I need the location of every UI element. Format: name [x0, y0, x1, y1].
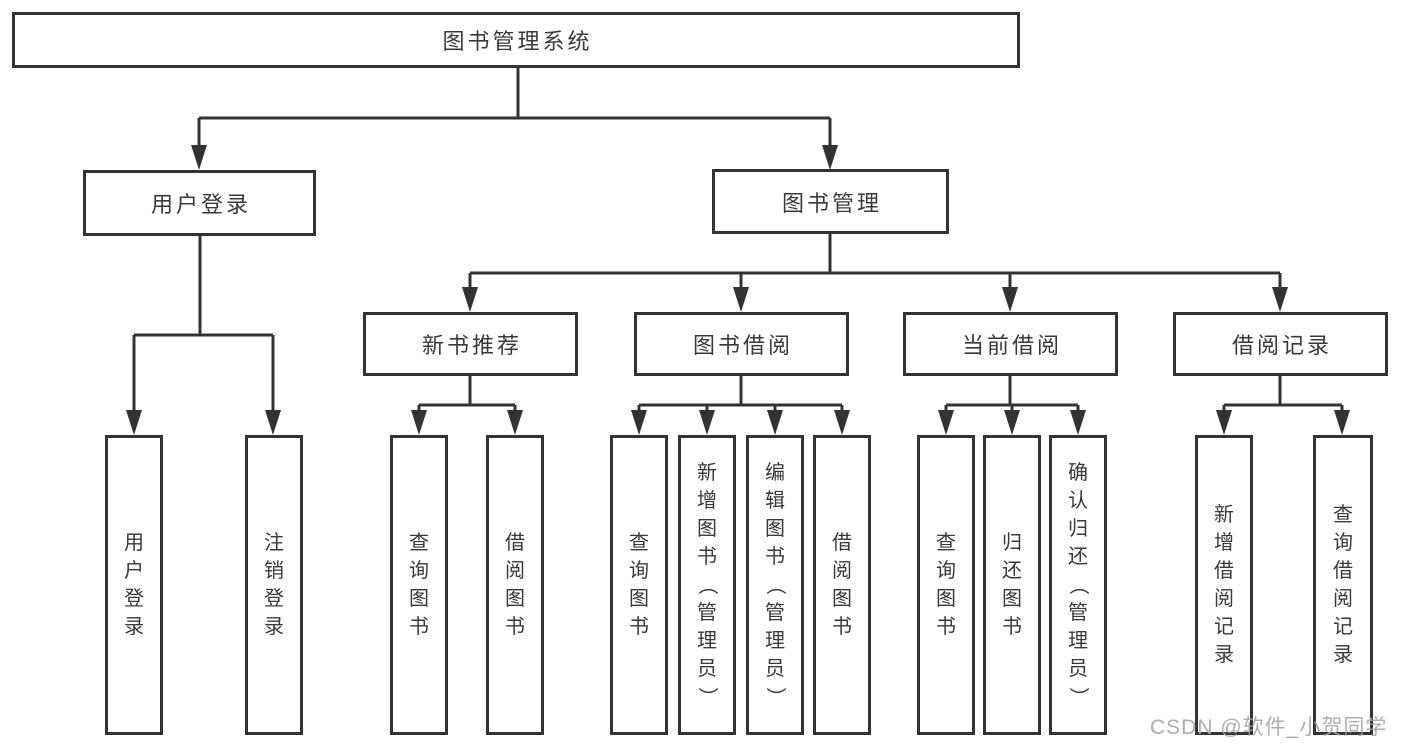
node-label: 图书管理 — [781, 190, 882, 216]
node-library-management-system: 图书管理系统 — [12, 12, 1020, 68]
leaf-query-books-recommend: 查询图书 — [390, 435, 448, 735]
leaf-edit-book-admin: 编辑图书（管理员） — [746, 435, 804, 735]
leaf-add-borrow-record: 新增借阅记录 — [1195, 435, 1253, 735]
node-label: 新增借阅记录 — [1214, 504, 1234, 666]
node-label: 归还图书 — [1002, 532, 1022, 638]
leaf-query-books-current: 查询图书 — [917, 435, 975, 735]
node-label: 借阅图书 — [505, 532, 525, 638]
node-label: 查询图书 — [409, 532, 429, 638]
node-label: 查询借阅记录 — [1333, 504, 1353, 666]
node-book-borrowing: 图书借阅 — [634, 312, 849, 376]
leaf-query-borrow-record: 查询借阅记录 — [1313, 435, 1373, 735]
node-label: 查询图书 — [629, 532, 649, 638]
leaf-borrow-books-2: 借阅图书 — [813, 435, 871, 735]
node-user-login-branch: 用户登录 — [83, 170, 316, 236]
leaf-add-book-admin: 新增图书（管理员） — [678, 435, 736, 735]
node-label: 图书管理系统 — [442, 29, 593, 54]
node-label: 确认归还（管理员） — [1067, 462, 1089, 707]
node-label: 新书推荐 — [421, 333, 522, 358]
node-label: 借阅记录 — [1231, 333, 1332, 358]
node-new-book-recommendation: 新书推荐 — [363, 312, 578, 376]
node-label: 用户登录 — [150, 192, 251, 217]
leaf-user-login: 用户登录 — [105, 435, 163, 735]
leaf-borrow-books-recommend: 借阅图书 — [486, 435, 544, 735]
leaf-query-books-borrow: 查询图书 — [610, 435, 668, 735]
node-book-management-branch: 图书管理 — [712, 169, 949, 234]
csdn-watermark: CSDN @软件_小贺同学 — [1150, 716, 1388, 739]
node-borrowing-records: 借阅记录 — [1173, 312, 1388, 376]
node-label: 新增图书（管理员） — [696, 462, 718, 707]
leaf-logout: 注销登录 — [245, 435, 303, 735]
leaf-return-book: 归还图书 — [983, 435, 1041, 735]
node-current-borrowing: 当前借阅 — [903, 312, 1118, 376]
node-label: 借阅图书 — [832, 532, 852, 638]
node-label: 图书借阅 — [692, 333, 793, 358]
leaf-confirm-return-admin: 确认归还（管理员） — [1049, 435, 1107, 735]
node-label: 注销登录 — [264, 532, 284, 638]
node-label: 用户登录 — [124, 532, 144, 638]
node-label: 查询图书 — [936, 532, 956, 638]
node-label: 编辑图书（管理员） — [764, 462, 786, 707]
node-label: 当前借阅 — [961, 333, 1062, 358]
